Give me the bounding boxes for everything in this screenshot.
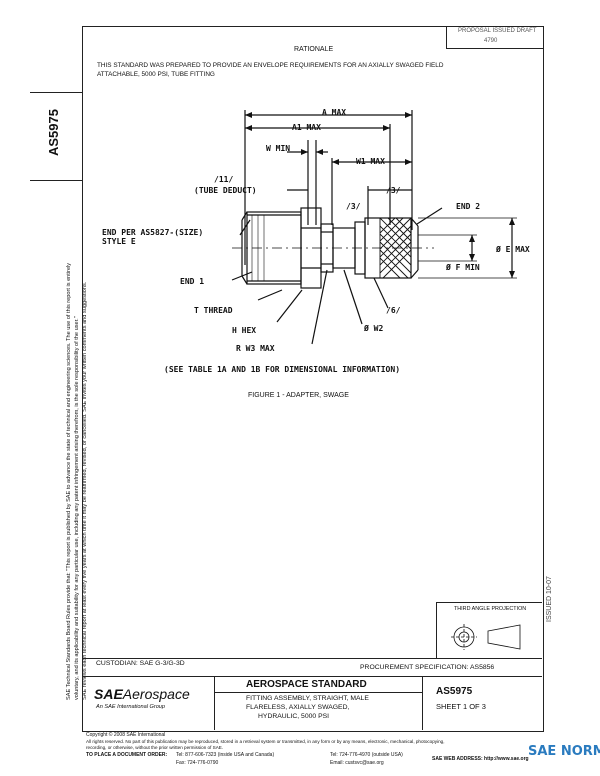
title-doc-number: AS5975 (436, 686, 473, 697)
table-reference: (SEE TABLE 1A AND 1B FOR DIMENSIONAL INF… (164, 365, 401, 374)
label-f-min: Ø F MIN (446, 263, 480, 272)
label-h-hex: H HEX (232, 326, 257, 335)
projection-box-left (436, 602, 438, 658)
sae-logo-aero: Aerospace (122, 686, 190, 702)
issued-box-text: PROPOSAL ISSUED DRAFT (458, 28, 537, 34)
label-note-3-left: /3/ (346, 202, 361, 211)
standard-title: AEROSPACE STANDARD (246, 679, 367, 690)
title-divider-3 (214, 692, 422, 694)
footer-tel-1: Tel: 877-606-7323 (inside USA and Canada… (176, 752, 275, 758)
label-w-min: W MIN (266, 144, 291, 153)
label-e-max: Ø E MAX (496, 245, 530, 254)
label-end-per-1: END PER AS5827-(SIZE) (102, 228, 204, 237)
sae-logo: SAEAerospace (94, 686, 190, 702)
label-note-3-right: /3/ (386, 186, 401, 195)
label-note-11: /11/ (214, 175, 234, 184)
label-t-thread: T THREAD (194, 306, 233, 315)
footer-web: SAE WEB ADDRESS: http://www.sae.org (432, 756, 529, 762)
footer-fax: Fax: 724-776-0790 (176, 760, 219, 766)
footer-order-label: TO PLACE A DOCUMENT ORDER: (86, 752, 168, 758)
figure-caption: FIGURE 1 - ADAPTER, SWAGE (248, 392, 349, 399)
doc-number-vertical: AS5975 (46, 109, 61, 156)
title-divider-v1 (214, 676, 216, 730)
rationale-text-1: THIS STANDARD WAS PREPARED TO PROVIDE AN… (97, 62, 444, 69)
desc-line-2: FLARELESS, AXIALLY SWAGED, (246, 704, 350, 711)
sae-norm-watermark: SAE NORM (528, 744, 600, 759)
doc-id-divider-bottom (30, 180, 82, 182)
rationale-text-2: ATTACHABLE, 5000 PSI, TUBE FITTING (97, 71, 215, 78)
label-w1-max: W1 MAX (356, 157, 385, 166)
sae-logo-sae: SAE (94, 686, 123, 702)
footer-email: Email: custsvc@sae.org (330, 760, 384, 766)
projection-box-top (436, 602, 542, 604)
footer-rights-2: recording, or otherwise, without the pri… (86, 745, 224, 750)
label-r-w3: R W3 MAX (236, 344, 275, 353)
sheet-number: SHEET 1 OF 3 (436, 702, 486, 711)
label-note-6: /6/ (386, 306, 401, 315)
procurement-spec: PROCUREMENT SPECIFICATION: AS5856 (360, 664, 495, 671)
issued-note: ISSUED 10-07 (546, 576, 553, 622)
desc-line-3: HYDRAULIC, 5000 PSI (258, 713, 330, 720)
footer-tel-2: Tel: 724-776-4970 (outside USA) (330, 752, 403, 758)
projection-label: THIRD ANGLE PROJECTION (454, 606, 527, 612)
label-tube-deduct: (TUBE DEDUCT) (194, 186, 257, 195)
projection-symbol (451, 624, 521, 650)
side-note-1: SAE Technical Standards Board Rules prov… (66, 262, 72, 700)
footer-copyright: Copyright © 2008 SAE International (86, 732, 166, 738)
desc-line-1: FITTING ASSEMBLY, STRAIGHT, MALE (246, 695, 369, 702)
title-divider-v2 (422, 676, 424, 730)
side-note-2: voluntary, and its applicability and sui… (74, 316, 80, 700)
title-divider-1 (82, 658, 542, 660)
doc-id-divider-top (30, 92, 82, 94)
adapter-drawing (231, 110, 517, 345)
title-divider-2 (82, 676, 542, 678)
label-a-max: A MAX (322, 108, 347, 117)
label-end-2: END 2 (456, 202, 481, 211)
issued-box-text-2: 4790 (484, 38, 498, 44)
sae-logo-sub: An SAE International Group (96, 704, 166, 710)
custodian: CUSTODIAN: SAE G-3/G-3D (96, 660, 185, 667)
label-end-per-2: STYLE E (102, 237, 136, 246)
drawing-frame (82, 26, 544, 732)
label-end-1: END 1 (180, 277, 205, 286)
issued-box (446, 26, 543, 49)
label-w2: Ø W2 (364, 324, 384, 333)
label-a1-max: A1 MAX (292, 123, 321, 132)
footer-rights: All rights reserved. No part of this pub… (86, 739, 445, 744)
rationale-title: RATIONALE (294, 46, 334, 53)
